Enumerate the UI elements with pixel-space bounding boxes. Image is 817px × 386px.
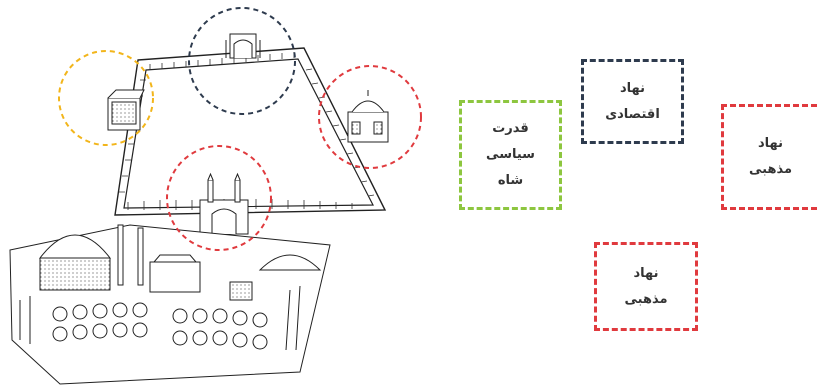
label-political-power-line1: قدرت [492, 121, 529, 136]
label-religious-right-line1: نهاد [757, 136, 784, 151]
label-political-power-line3: شاه [497, 173, 524, 188]
highlight-circle-qeysarie [188, 7, 296, 115]
label-economic-line2: اقتصادی [605, 106, 660, 122]
label-religious-bottom-line1: نهاد [633, 265, 659, 281]
label-economic-institution: نهاد اقتصادی [581, 59, 684, 144]
ali-qapu-palace [107, 89, 145, 131]
label-political-power-line2: سیاسی [486, 147, 535, 162]
sheikh-lotfollah-mosque [347, 90, 389, 143]
highlight-circle-ali-qapu [58, 50, 154, 146]
label-political-power: قدرت سیاسی شاه [459, 100, 562, 210]
label-religious-institution-bottom: نهاد مذهبی [594, 242, 698, 331]
highlight-circle-shah-mosque [166, 145, 272, 251]
label-religious-institution-right: نهاد مذهبی [721, 104, 817, 210]
square-walls [114, 47, 387, 216]
square-illustration [9, 7, 422, 385]
label-religious-right-line2: مذهبی [748, 162, 793, 177]
qeysarie-gate [225, 33, 261, 59]
shah-mosque-portal [199, 172, 249, 235]
label-religious-bottom-line2: مذهبی [624, 291, 668, 307]
highlight-circle-lotfollah [318, 65, 422, 169]
label-economic-line1: نهاد [619, 80, 646, 96]
shah-mosque-complex [9, 224, 331, 385]
